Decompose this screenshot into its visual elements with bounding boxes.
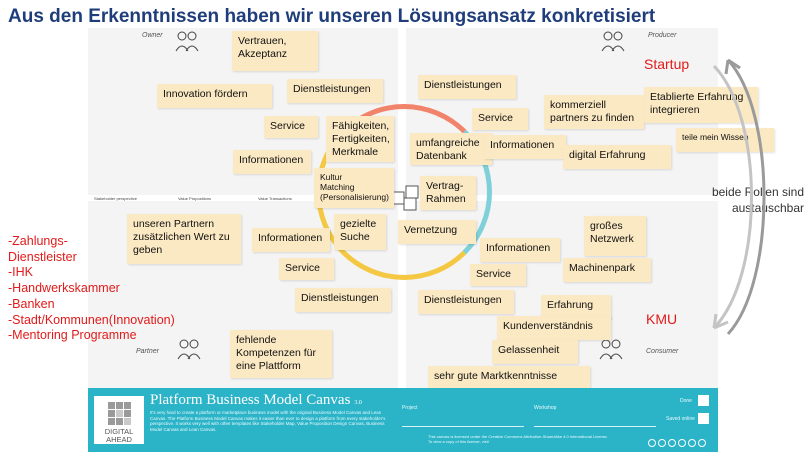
project-label: Project — [402, 405, 418, 411]
sticky-note: großes Netzwerk — [584, 216, 646, 256]
sticky-note: Vertrag- Rahmen — [420, 176, 476, 210]
footer-version: 3.0 — [354, 400, 362, 406]
sticky-note: unseren Partnern zusätzlichen Wert zu ge… — [127, 214, 241, 264]
saved-online-label: Saved online — [666, 416, 695, 422]
sticky-note: sehr gute Marktkenntnisse — [428, 366, 590, 394]
sticky-note: Informationen — [233, 150, 311, 174]
platform-canvas: Owner Producer Partner Consumer Stakehol… — [88, 28, 718, 388]
logo-grid-icon — [108, 402, 132, 426]
sticky-note: Kundenverständnis — [497, 316, 611, 340]
sticky-note: Kultur Matching (Personalisierung) — [314, 168, 394, 208]
sticky-note: Dienstleistungen — [287, 79, 383, 103]
sticky-note: Innovation fördern — [157, 84, 272, 108]
stakeholder-list: -Zahlungs- Dienstleister -IHK -Handwerks… — [8, 234, 175, 343]
sticky-note: Dienstleistungen — [418, 290, 514, 314]
startup-label: Startup — [644, 56, 690, 72]
sticky-note: Dienstleistungen — [418, 75, 516, 99]
perspective-value-transactions: Value Transactions — [258, 196, 292, 201]
consumer-people-icon — [599, 339, 623, 360]
quadrant-label-partner: Partner — [136, 348, 159, 355]
sticky-note: Machinenpark — [563, 258, 651, 282]
canvas-footer: DIGITAL AHEAD Platform Business Model Ca… — [88, 388, 718, 452]
sticky-note: Service — [279, 258, 334, 280]
sticky-note: Service — [472, 108, 528, 130]
workshop-field[interactable]: Workshop — [534, 396, 656, 427]
sticky-note: Vernetzung — [398, 220, 476, 244]
sticky-note: Dienstleistungen — [295, 288, 391, 312]
done-checkbox[interactable] — [698, 395, 709, 406]
center-boxes-icon — [391, 185, 419, 211]
quadrant-label-producer: Producer — [648, 32, 677, 39]
saved-online-checkbox[interactable] — [698, 413, 709, 424]
slide-title: Aus den Erkenntnissen haben wir unseren … — [8, 6, 656, 27]
project-field[interactable]: Project — [402, 396, 524, 427]
done-label: Done — [680, 398, 692, 404]
creative-commons-icons — [648, 434, 708, 452]
quadrant-label-owner: Owner — [142, 32, 163, 39]
partner-people-icon — [177, 339, 201, 360]
sticky-note: Service — [264, 116, 318, 138]
perspective-value-propositions: Value Propositions — [178, 196, 212, 201]
sticky-note: Service — [470, 264, 526, 286]
footer-description: It's very hard to create a platform or m… — [150, 410, 386, 432]
sticky-note: Etablierte Erfahrung integrieren — [644, 87, 758, 123]
producer-people-icon — [601, 31, 625, 52]
sticky-note: digital Erfahrung — [563, 145, 671, 169]
sticky-note: Gelassenheit — [492, 340, 578, 364]
perspective-stakeholder: Stakeholder perspective — [94, 196, 137, 201]
sticky-note: Erfahrung — [541, 295, 611, 319]
sticky-note: umfangreiche Datenbank — [410, 133, 492, 165]
digital-ahead-logo: DIGITAL AHEAD — [94, 396, 144, 444]
sticky-note: gezielte Suche — [334, 214, 386, 250]
sticky-note: Vertrauen, Akzeptanz — [232, 31, 318, 71]
owner-people-icon — [175, 31, 199, 52]
sticky-note: Informationen — [252, 228, 330, 252]
logo-text: DIGITAL AHEAD — [104, 427, 134, 444]
kmu-label: KMU — [646, 311, 678, 327]
sticky-note: Informationen — [484, 135, 566, 159]
workshop-label: Workshop — [534, 405, 557, 411]
exchange-arrows-icon — [712, 58, 766, 336]
sticky-note: Fähigkeiten, Fertigkeiten, Merkmale — [326, 116, 394, 162]
license-text: This canvas is licensed under the Creati… — [428, 434, 608, 444]
sticky-note: kommerziell partners zu finden — [544, 95, 644, 129]
sticky-note: Informationen — [480, 238, 560, 262]
sticky-note: fehlende Kompetenzen für eine Plattform — [230, 330, 332, 378]
footer-title-text: Platform Business Model Canvas — [150, 392, 351, 408]
quadrant-label-consumer: Consumer — [646, 348, 679, 355]
